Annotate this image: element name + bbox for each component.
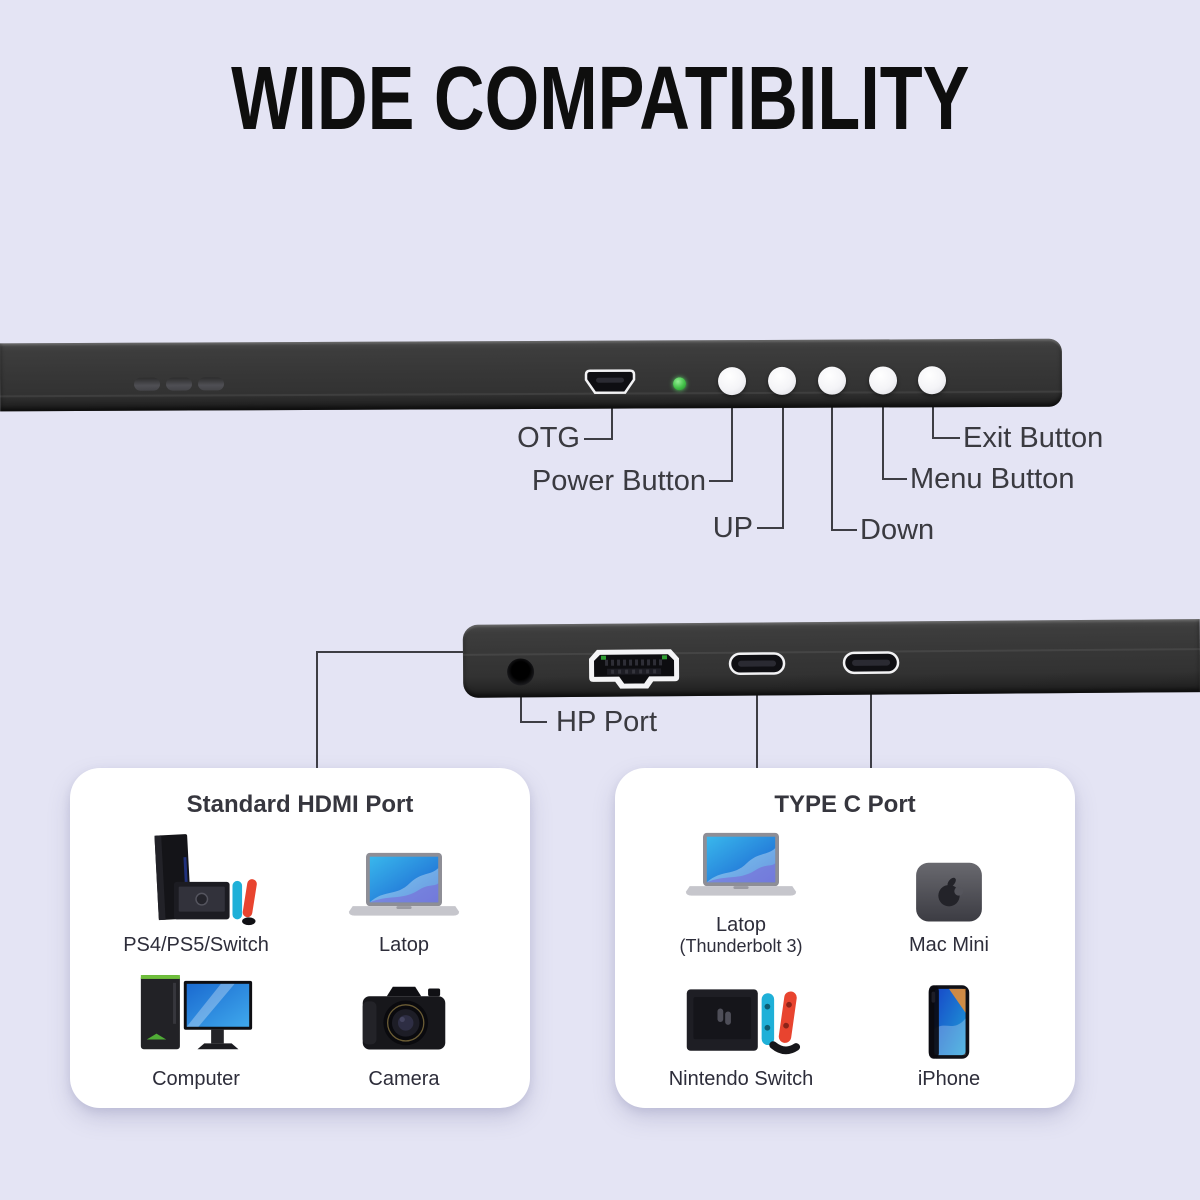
list-item: PS4/PS5/Switch (92, 826, 300, 960)
nintendo-switch-icon (686, 989, 801, 1055)
card-title: TYPE C Port (774, 791, 916, 818)
card-title: Standard HDMI Port (186, 791, 414, 818)
down-label: Down (860, 514, 935, 546)
monitor-bottom-edge-bar (462, 619, 1200, 698)
up-label: UP (712, 512, 753, 544)
bar-seam (462, 648, 1200, 656)
laptop-icon (348, 852, 460, 916)
headphone-port (506, 658, 535, 686)
exit-button-label: Exit Button (963, 422, 1104, 454)
list-item: Mac Mini (845, 826, 1053, 960)
page-title: WIDE COMPATIBILITY (230, 49, 970, 149)
desktop-computer-icon (140, 975, 253, 1050)
item-label: Nintendo Switch (668, 1068, 814, 1090)
item-label: Camera (368, 1068, 440, 1090)
item-label: Latop (378, 934, 430, 956)
power-button (717, 367, 747, 396)
card-items: PS4/PS5/Switch Latop (92, 826, 508, 1094)
hp-port-label: HP Port (556, 706, 658, 738)
list-item: Camera (300, 960, 508, 1094)
otg-label: OTG (517, 422, 580, 454)
card-items: Latop (Thunderbolt 3) Mac Mini (637, 826, 1053, 1094)
iphone-icon (928, 985, 970, 1059)
exit-button (917, 366, 947, 395)
item-label: PS4/PS5/Switch (123, 934, 269, 956)
vent-slot (134, 377, 161, 391)
list-item: Latop (Thunderbolt 3) (637, 826, 845, 960)
micro-usb-otg-port (584, 369, 636, 394)
list-item: Nintendo Switch (637, 960, 845, 1094)
list-item: Computer (92, 960, 300, 1094)
down-button (817, 366, 847, 395)
monitor-top-edge-bar (0, 338, 1063, 412)
item-label: Latop (715, 914, 767, 936)
laptop-icon (685, 832, 797, 896)
vent-slot (198, 377, 225, 391)
hdmi-compatibility-card: Standard HDMI Port (70, 768, 530, 1108)
menu-button-label: Menu Button (910, 463, 1075, 495)
mac-mini-icon (916, 862, 982, 922)
vent-slot (166, 377, 193, 391)
power-button-label: Power Button (531, 465, 706, 497)
usb-c-port-1 (728, 652, 786, 675)
list-item: iPhone (845, 960, 1053, 1094)
usb-c-port-2 (842, 651, 900, 675)
bar-seam (0, 390, 1063, 398)
camera-icon (362, 986, 446, 1050)
item-label: Computer (152, 1068, 240, 1090)
game-console-icon (154, 834, 257, 926)
hdmi-port (588, 649, 680, 689)
item-label: iPhone (917, 1068, 981, 1090)
item-sublabel: (Thunderbolt 3) (679, 936, 803, 956)
up-button (767, 366, 797, 395)
item-label: Mac Mini (908, 934, 989, 956)
power-led-indicator (673, 377, 687, 391)
list-item: Latop (300, 826, 508, 960)
type-c-compatibility-card: TYPE C Port Latop (Thund (615, 768, 1075, 1108)
menu-button (868, 366, 898, 395)
